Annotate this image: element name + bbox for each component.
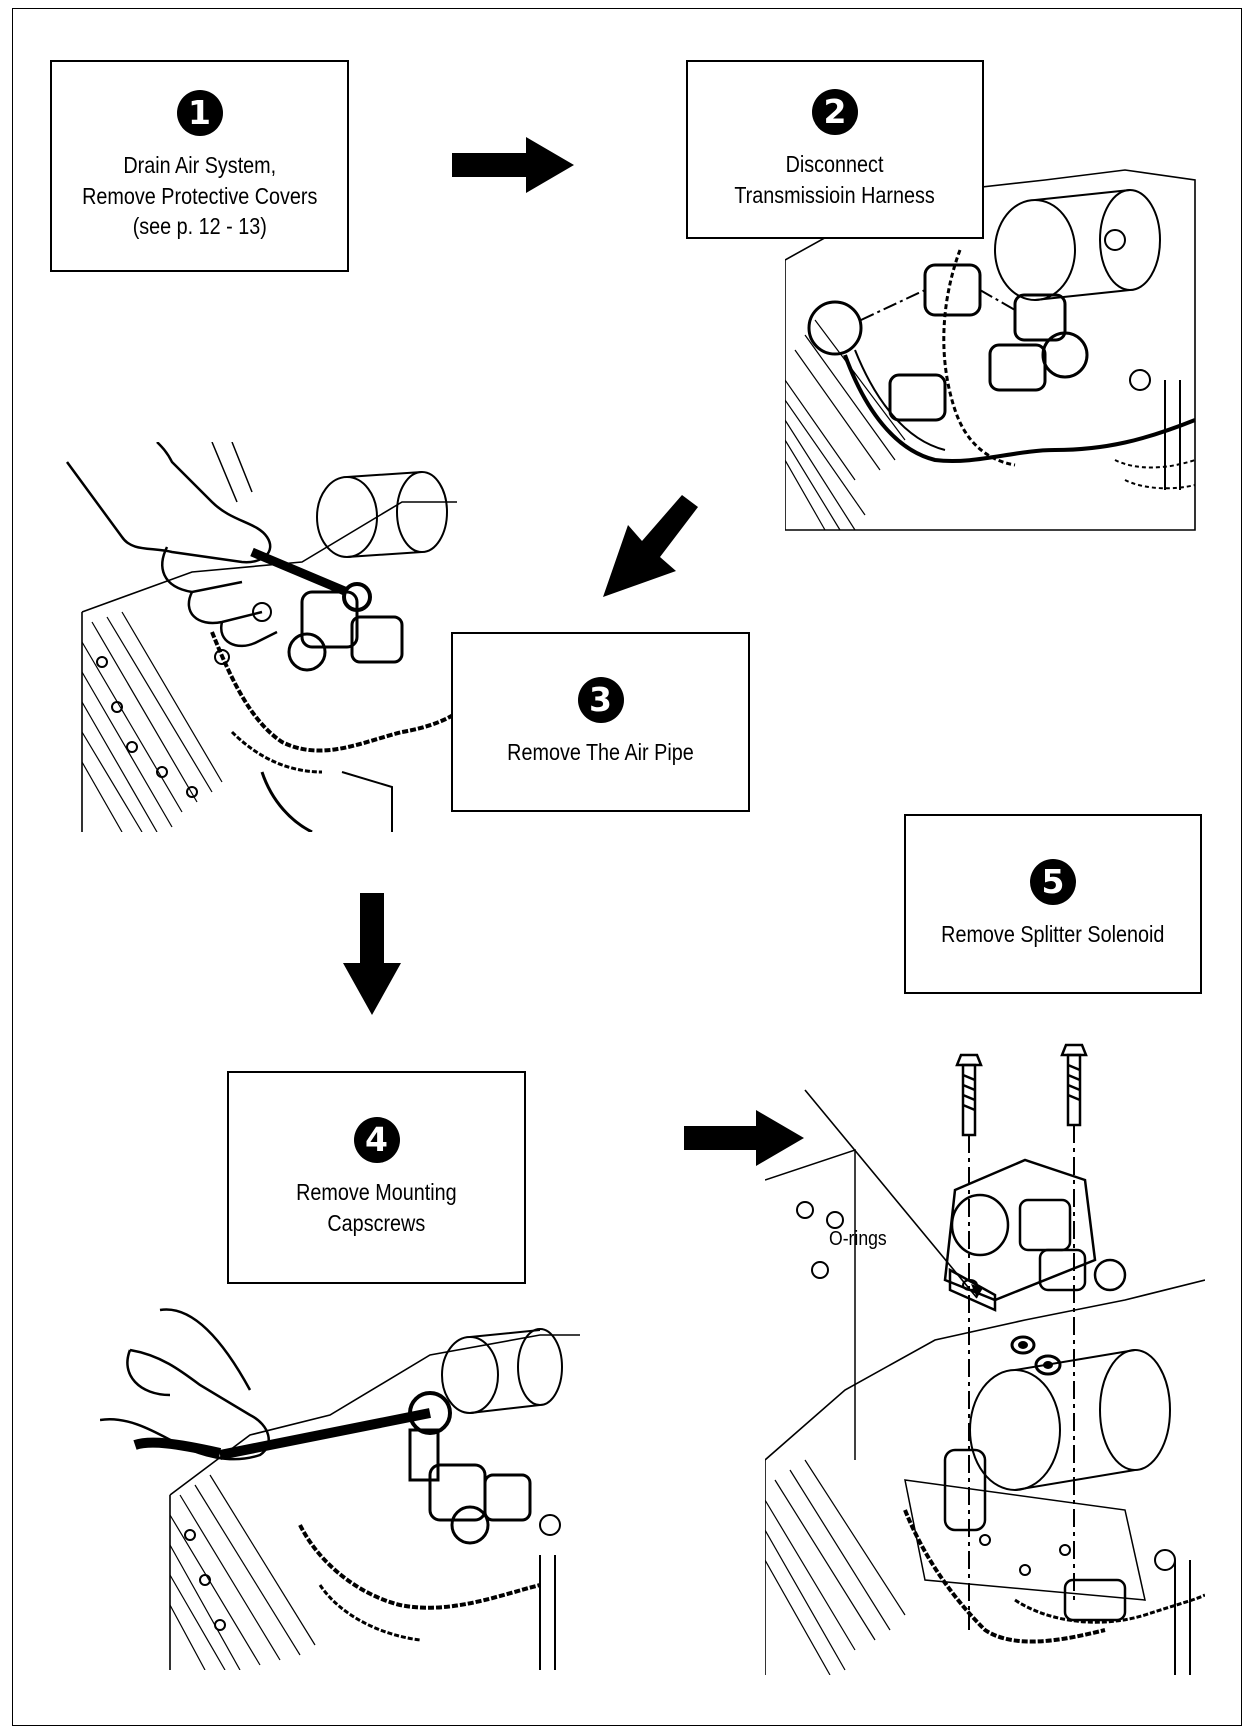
step-4-line-1: Remove Mounting [296,1177,457,1207]
step-4-line-2: Capscrews [296,1208,457,1238]
step-4-box: 4 Remove Mounting Capscrews [227,1071,526,1284]
step-2-number-badge: 2 [812,89,858,135]
step-5-number-badge: 5 [1030,859,1076,905]
step-2-line-1: Disconnect [735,149,935,179]
arrow-icon-step3-to-step4 [343,893,401,1015]
step-1-number-badge: 1 [177,90,223,136]
step-1-instruction: Drain Air System, Remove Protective Cove… [63,150,337,241]
step-2-box: 2 Disconnect Transmissioin Harness [686,60,984,239]
o-rings-callout-label: O-rings [829,1228,887,1251]
step-2-instruction: Disconnect Transmissioin Harness [718,149,951,210]
illustration-step-5-splitter-solenoid [765,1040,1205,1675]
step-3-number-badge: 3 [578,677,624,723]
step-3-instruction: Remove The Air Pipe [492,737,709,767]
arrow-icon-step1-to-step2 [452,137,577,193]
step-3-box: 3 Remove The Air Pipe [451,632,750,812]
step-1-line-3: (see p. 12 - 13) [82,211,317,241]
illustration-step-4-capscrews [100,1295,580,1670]
arrow-icon-step2-to-step3 [600,495,705,600]
step-5-instruction: Remove Splitter Solenoid [923,919,1183,949]
step-4-instruction: Remove Mounting Capscrews [283,1177,470,1238]
step-2-line-2: Transmissioin Harness [735,180,935,210]
step-5-line-1: Remove Splitter Solenoid [941,919,1164,949]
capscrew-icon [957,1055,981,1135]
step-5-box: 5 Remove Splitter Solenoid [904,814,1202,994]
illustration-step-3-air-pipe [62,442,457,832]
step-1-box: 1 Drain Air System, Remove Protective Co… [50,60,349,272]
capscrew-icon [1062,1045,1086,1125]
step-3-line-1: Remove The Air Pipe [507,737,694,767]
step-1-line-1: Drain Air System, [82,150,317,180]
arrow-icon-step4-to-step5 [684,1110,806,1166]
o-ring-icon [1012,1337,1034,1353]
step-4-number-badge: 4 [354,1117,400,1163]
step-1-line-2: Remove Protective Covers [82,181,317,211]
